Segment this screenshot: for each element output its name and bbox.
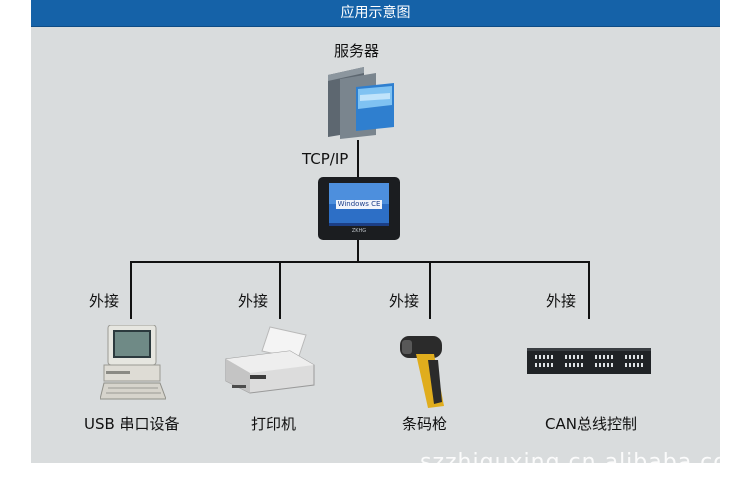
printer-icon bbox=[225, 326, 315, 394]
connector-label: 外接 bbox=[389, 292, 420, 310]
bus-line bbox=[130, 261, 590, 263]
terminal-brand-text: ZKHG bbox=[352, 228, 366, 234]
device-label-usb-serial: USB 串口设备 bbox=[84, 415, 180, 433]
branch-line-2 bbox=[279, 261, 281, 319]
barcode-scanner-icon bbox=[400, 336, 444, 408]
connector-label: 外接 bbox=[89, 292, 120, 310]
computer-icon bbox=[100, 325, 166, 400]
connector-label: 外接 bbox=[546, 292, 577, 310]
branch-line-4 bbox=[588, 261, 590, 319]
branch-line-3 bbox=[429, 261, 431, 319]
server-icon bbox=[328, 67, 394, 139]
server-link-line bbox=[357, 140, 359, 177]
device-label-can-bus: CAN总线控制 bbox=[545, 415, 637, 433]
terminal-down-line bbox=[357, 240, 359, 262]
server-label: 服务器 bbox=[334, 42, 380, 60]
device-label-barcode-scanner: 条码枪 bbox=[402, 415, 448, 433]
branch-line-1 bbox=[130, 261, 132, 319]
watermark-text: szzhiguxing.cn.alibaba.com bbox=[420, 450, 750, 475]
connector-label: 外接 bbox=[238, 292, 269, 310]
tcp-ip-label: TCP/IP bbox=[302, 150, 353, 168]
diagram-title: 应用示意图 bbox=[31, 0, 720, 27]
terminal-screen-text: Windows CE bbox=[336, 200, 382, 209]
device-label-printer: 打印机 bbox=[251, 415, 297, 433]
can-bus-module-icon bbox=[527, 348, 651, 374]
